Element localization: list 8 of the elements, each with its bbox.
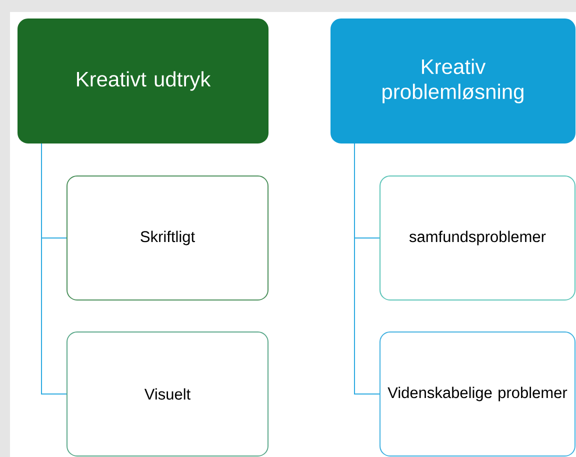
connector-line bbox=[354, 143, 380, 394]
connector-line bbox=[41, 143, 67, 394]
heading-box: Kreativt udtryk bbox=[18, 18, 268, 144]
item-box: samfundsproblemer bbox=[380, 176, 576, 300]
item-box: Skriftligt bbox=[66, 176, 268, 300]
item-box: Visuelt bbox=[66, 332, 268, 456]
heading-box: Kreativ problemløsning bbox=[330, 18, 576, 144]
item-box: Videnskabelige problemer bbox=[380, 332, 576, 456]
